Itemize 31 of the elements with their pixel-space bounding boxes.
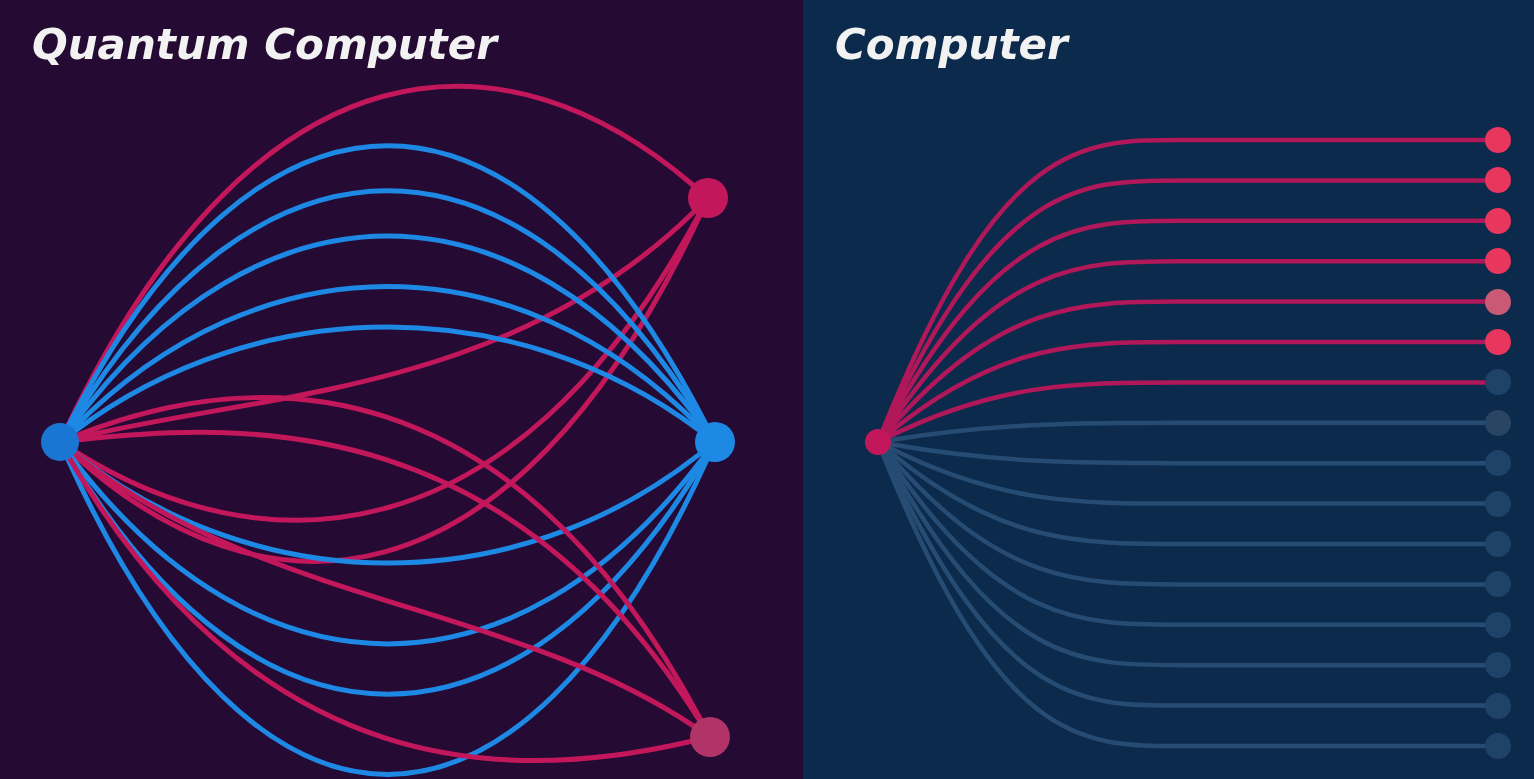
circle-node [1485, 611, 1511, 638]
panel-title: Computer [835, 20, 1068, 69]
curved-line [888, 441, 1488, 466]
panel-background [803, 0, 1534, 779]
curved-line [70, 284, 704, 431]
curved-line [888, 420, 1488, 443]
circle-node [690, 717, 730, 757]
curved-line [72, 324, 702, 434]
circle-node [1485, 692, 1511, 719]
circle-node [1485, 450, 1511, 477]
circle-node [1485, 248, 1511, 275]
circle-node [865, 429, 891, 455]
circle-node [1485, 369, 1511, 396]
circle-node [1485, 733, 1511, 759]
circle-node [1485, 652, 1511, 679]
curved-line [887, 445, 1488, 506]
circle-node [1485, 288, 1511, 315]
curved-line [885, 339, 1488, 436]
circle-node [1485, 571, 1511, 598]
curved-line [887, 380, 1488, 439]
circle-node [1485, 490, 1511, 517]
circle-node [1485, 127, 1511, 153]
circle-node [1485, 531, 1511, 557]
circle-node [1485, 409, 1511, 436]
circle-node [695, 422, 735, 462]
circle-node [688, 178, 728, 218]
circle-node [1485, 329, 1511, 355]
circle-node [1485, 167, 1511, 194]
circle-node [41, 423, 79, 461]
panel-title: Quantum Computer [32, 20, 497, 69]
circle-node [1485, 207, 1511, 234]
